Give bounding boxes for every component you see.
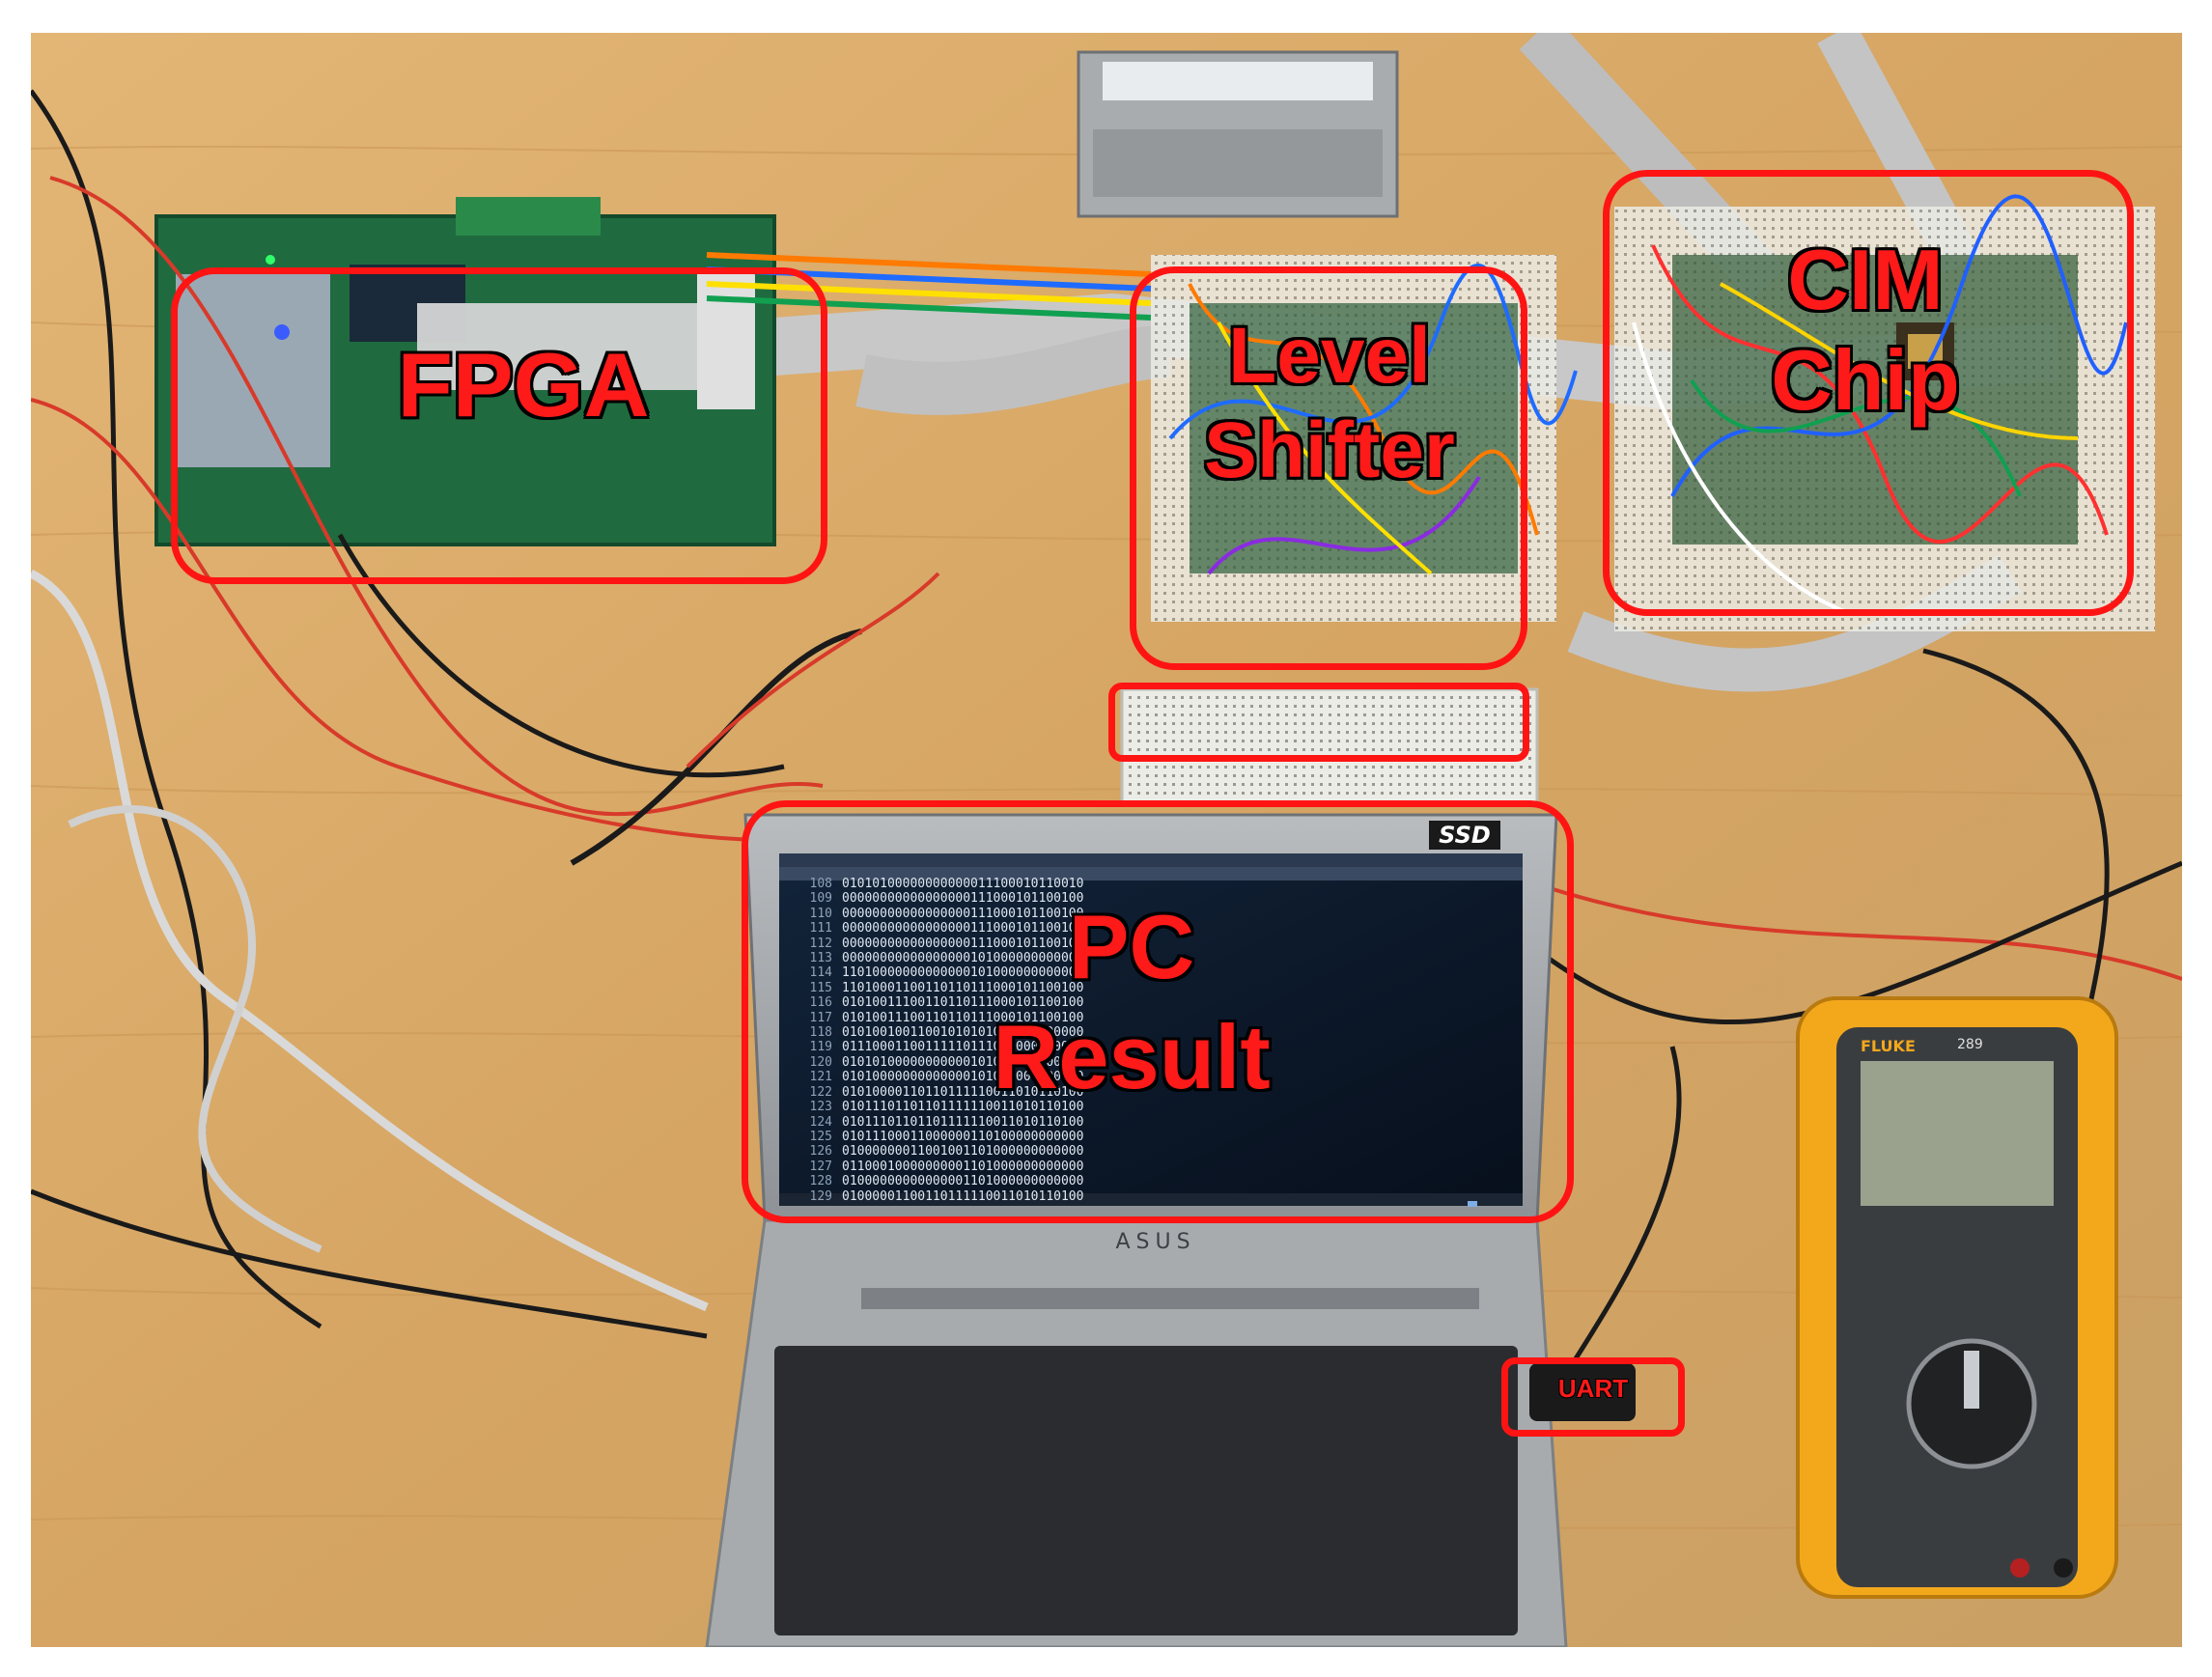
level-shifter-callout bbox=[1130, 266, 1527, 670]
code-line-number: 117 bbox=[809, 1010, 832, 1025]
multimeter bbox=[1796, 996, 2118, 1599]
code-line-number: 123 bbox=[809, 1100, 832, 1115]
code-line: 11010000000000000101000000000000 bbox=[842, 965, 1084, 981]
cim-chip-label-line1: CIM bbox=[1787, 232, 1944, 327]
code-line-number: 122 bbox=[809, 1084, 832, 1100]
code-line-number: 113 bbox=[809, 951, 832, 966]
level-shifter-label-line1: Level bbox=[1228, 312, 1431, 400]
pc-result-label-line1: PC bbox=[1068, 896, 1195, 997]
cim-chip-callout bbox=[1603, 170, 2134, 616]
code-line-number: 119 bbox=[809, 1040, 832, 1055]
code-line: 01010011100110110111000101100100 bbox=[842, 995, 1084, 1011]
code-line: 01011101101101111110011010110100 bbox=[842, 1114, 1084, 1130]
code-line: 01011101101101111110011010110100 bbox=[842, 1100, 1084, 1115]
code-line: 00000000000000000111000101100100 bbox=[842, 906, 1084, 921]
code-line-number: 125 bbox=[809, 1129, 832, 1144]
code-line: 01100010000000001101000000000000 bbox=[842, 1159, 1084, 1174]
code-line: 01011100011000000110100000000000 bbox=[842, 1129, 1084, 1144]
code-line: 01000000011001001101000000000000 bbox=[842, 1144, 1084, 1160]
code-line-number: 118 bbox=[809, 1025, 832, 1041]
loose-cables bbox=[31, 89, 2182, 1425]
code-line: 01000001100110111110011010110100 bbox=[842, 1188, 1084, 1204]
code-line-number: 111 bbox=[809, 921, 832, 936]
code-line-number: 126 bbox=[809, 1144, 832, 1160]
multimeter-model: 289 bbox=[1957, 1037, 1983, 1052]
ssd-badge: SSD bbox=[1429, 821, 1500, 850]
code-line-number: 112 bbox=[809, 936, 832, 951]
code-line-number: 120 bbox=[809, 1054, 832, 1070]
uart-dongle bbox=[1529, 1363, 1636, 1421]
laptop bbox=[705, 813, 1568, 1647]
code-line: 01010100000000000101000000000000 bbox=[842, 1054, 1084, 1070]
code-line-number: 128 bbox=[809, 1174, 832, 1189]
code-line: 01010011100110110111000101100100 bbox=[842, 1010, 1084, 1025]
code-line: 01000000000000001101000000000000 bbox=[842, 1174, 1084, 1189]
code-line: 11010001100110110111000101100100 bbox=[842, 980, 1084, 995]
code-line-number: 116 bbox=[809, 995, 832, 1011]
pc-result-callout bbox=[742, 800, 1574, 1223]
laptop-brand: ASUS bbox=[1115, 1230, 1196, 1254]
code-line: 01110001100111110111000000000000 bbox=[842, 1040, 1084, 1055]
level-shifter-label: Level Shifter bbox=[1141, 309, 1518, 498]
jumper-wires bbox=[706, 194, 2128, 614]
code-line: 00000000000000000111000101100100 bbox=[842, 936, 1084, 951]
code-line: 00000000000000000101000000000000 bbox=[842, 951, 1084, 966]
code-line-number: 115 bbox=[809, 980, 832, 995]
code-line-number: 127 bbox=[809, 1159, 832, 1174]
level-shifter-label-line2: Shifter bbox=[1204, 406, 1455, 494]
code-line-number: 124 bbox=[809, 1114, 832, 1130]
code-line-number: 108 bbox=[809, 877, 832, 891]
cim-chip-label-line2: Chip bbox=[1771, 332, 1960, 428]
pc-result-label: PC Result bbox=[938, 892, 1325, 1112]
uart-label: UART bbox=[1557, 1374, 1629, 1403]
code-line-number: 121 bbox=[809, 1070, 832, 1085]
code-line: 01010100000000000011100010110010 bbox=[842, 877, 1084, 891]
code-line: 01010010011001010101000000000000 bbox=[842, 1025, 1084, 1041]
fpga-label: FPGA bbox=[397, 334, 650, 435]
uart-callout bbox=[1501, 1357, 1685, 1437]
photo-scene bbox=[31, 33, 2182, 1647]
multimeter-brand: FLUKE bbox=[1861, 1037, 1916, 1055]
code-line-number: 110 bbox=[809, 906, 832, 921]
code-line: 01010000000000000101000000000000 bbox=[842, 1070, 1084, 1085]
code-line-number: 114 bbox=[809, 965, 832, 981]
cim-chip-label: CIM Chip bbox=[1672, 230, 2058, 431]
code-line: 00000000000000000111000101100100 bbox=[842, 891, 1084, 907]
power-supply bbox=[1077, 50, 1399, 218]
breadboard-callout bbox=[1108, 683, 1529, 762]
code-line-number: 109 bbox=[809, 891, 832, 907]
code-line: 01010000110110111110011010110100 bbox=[842, 1084, 1084, 1100]
fpga-callout bbox=[171, 267, 827, 584]
code-line-number: 129 bbox=[809, 1188, 832, 1204]
level-shifter-board bbox=[1151, 255, 1556, 622]
pc-result-label-line2: Result bbox=[993, 1006, 1271, 1107]
code-line: 00000000000000000111000101100100 bbox=[842, 921, 1084, 936]
